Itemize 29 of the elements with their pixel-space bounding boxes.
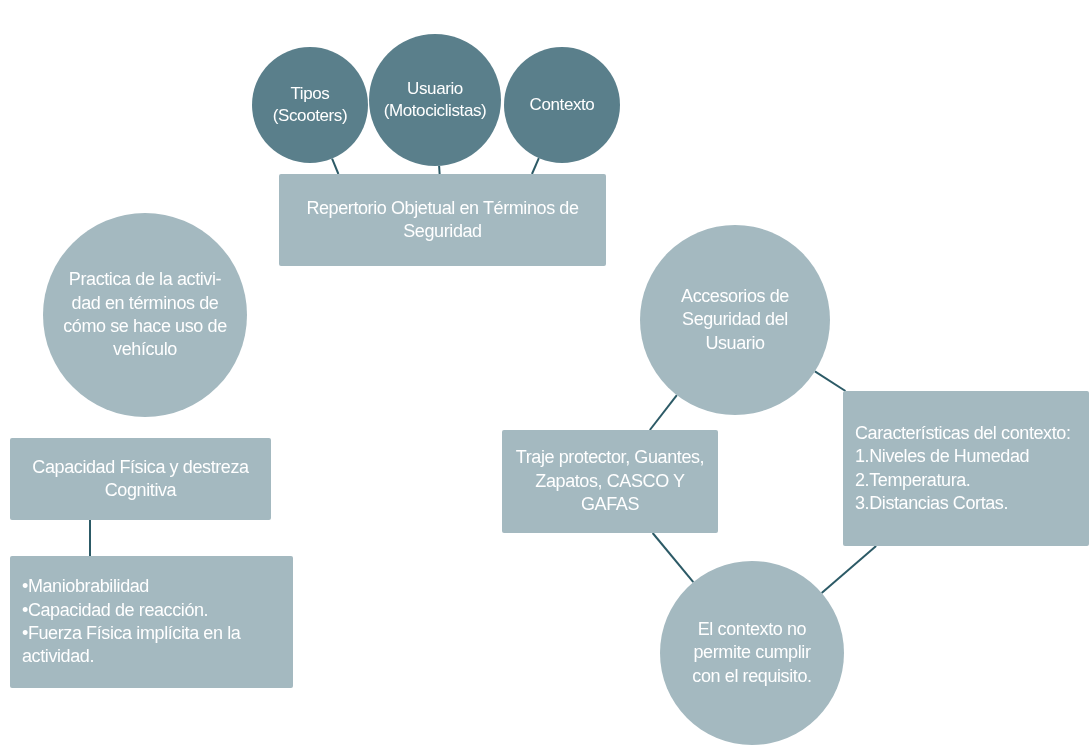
node-text: Practica de la activi-dad en términos de cómo se hace uso de vehículo [62, 268, 228, 362]
node-text: 1.Niveles de Humedad [855, 445, 1030, 469]
topic-box [279, 174, 606, 266]
connector-line [438, 164, 441, 175]
connector-line [648, 394, 678, 431]
topic-box [502, 430, 718, 533]
topic-box [10, 556, 293, 688]
topic-box [10, 438, 271, 520]
node-text: El contexto no permite cumplir con el requisito. [691, 617, 813, 688]
connector-line [820, 545, 878, 594]
node-text: Características del contexto: [855, 421, 1071, 445]
node-text: •Maniobrabilidad [22, 575, 149, 599]
connector-line [530, 157, 540, 175]
node-text: Contexto [529, 93, 595, 116]
connector-line [89, 519, 91, 557]
node-text: Capacidad Física y destreza Cognitiva [31, 455, 250, 502]
node-text: •Capacidad de reacción. [22, 598, 209, 622]
topic-box [843, 391, 1089, 546]
node-text: Traje protector, Guantes, Zapatos, CASCO Y GAFAS [514, 446, 706, 517]
node-text: 2.Temperatura. [855, 468, 971, 492]
node-text: Repertorio Objetual en Términos de Seguridad [305, 196, 580, 243]
node-text: Usuario (Motociclistas) [383, 77, 487, 122]
node-text: •Fuerza Física implícita en la actividad. [22, 622, 242, 669]
connector-line [331, 157, 340, 175]
node-text: 3.Distancias Cortas. [855, 491, 1009, 515]
node-text: Accesorios de Seguridad del Usuario [680, 284, 790, 355]
connector-line [813, 370, 847, 392]
node-text: Tipos (Scooters) [271, 82, 349, 127]
connector-line [651, 532, 695, 584]
